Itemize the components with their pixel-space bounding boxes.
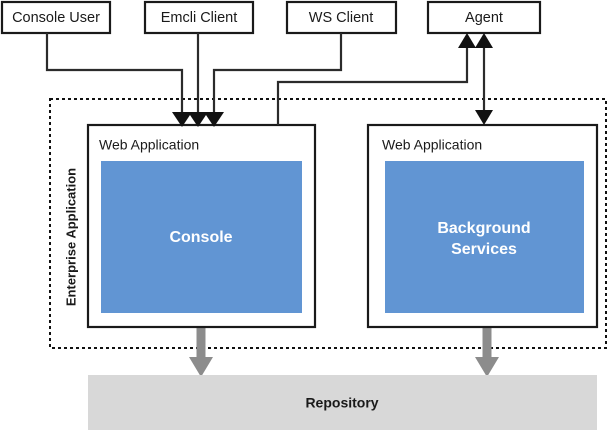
web-application-background-label: Web Application xyxy=(382,137,482,153)
emcli-client-label: Emcli Client xyxy=(161,10,238,26)
console-user-box[interactable] xyxy=(0,0,112,35)
console-user-label: Console User xyxy=(12,10,100,26)
enterprise-application-region xyxy=(49,98,607,349)
enterprise-application-label: Enterprise Application xyxy=(63,168,78,306)
console-service-label: Console xyxy=(169,229,232,246)
connector-console-to-agent xyxy=(276,33,476,125)
console-service-box xyxy=(101,161,302,313)
emcli-client-box[interactable] xyxy=(143,0,255,35)
background-services-label-line2: Services xyxy=(451,241,517,258)
repository-box xyxy=(88,375,597,430)
connector-emcli-client-to-console xyxy=(188,33,208,127)
connector-background-services-to-agent xyxy=(475,33,493,125)
background-services-label-line1: Background xyxy=(437,220,530,237)
repository-label: Repository xyxy=(305,395,378,411)
flow-console-to-repository xyxy=(189,328,213,377)
ws-client-label: WS Client xyxy=(309,10,373,26)
background-services-box xyxy=(385,161,584,313)
connector-console-user-to-console xyxy=(45,33,192,127)
web-application-console-label: Web Application xyxy=(99,137,199,153)
agent-label: Agent xyxy=(465,10,503,26)
connector-ws-client-to-console xyxy=(204,33,343,127)
flow-background-to-repository xyxy=(475,328,499,377)
